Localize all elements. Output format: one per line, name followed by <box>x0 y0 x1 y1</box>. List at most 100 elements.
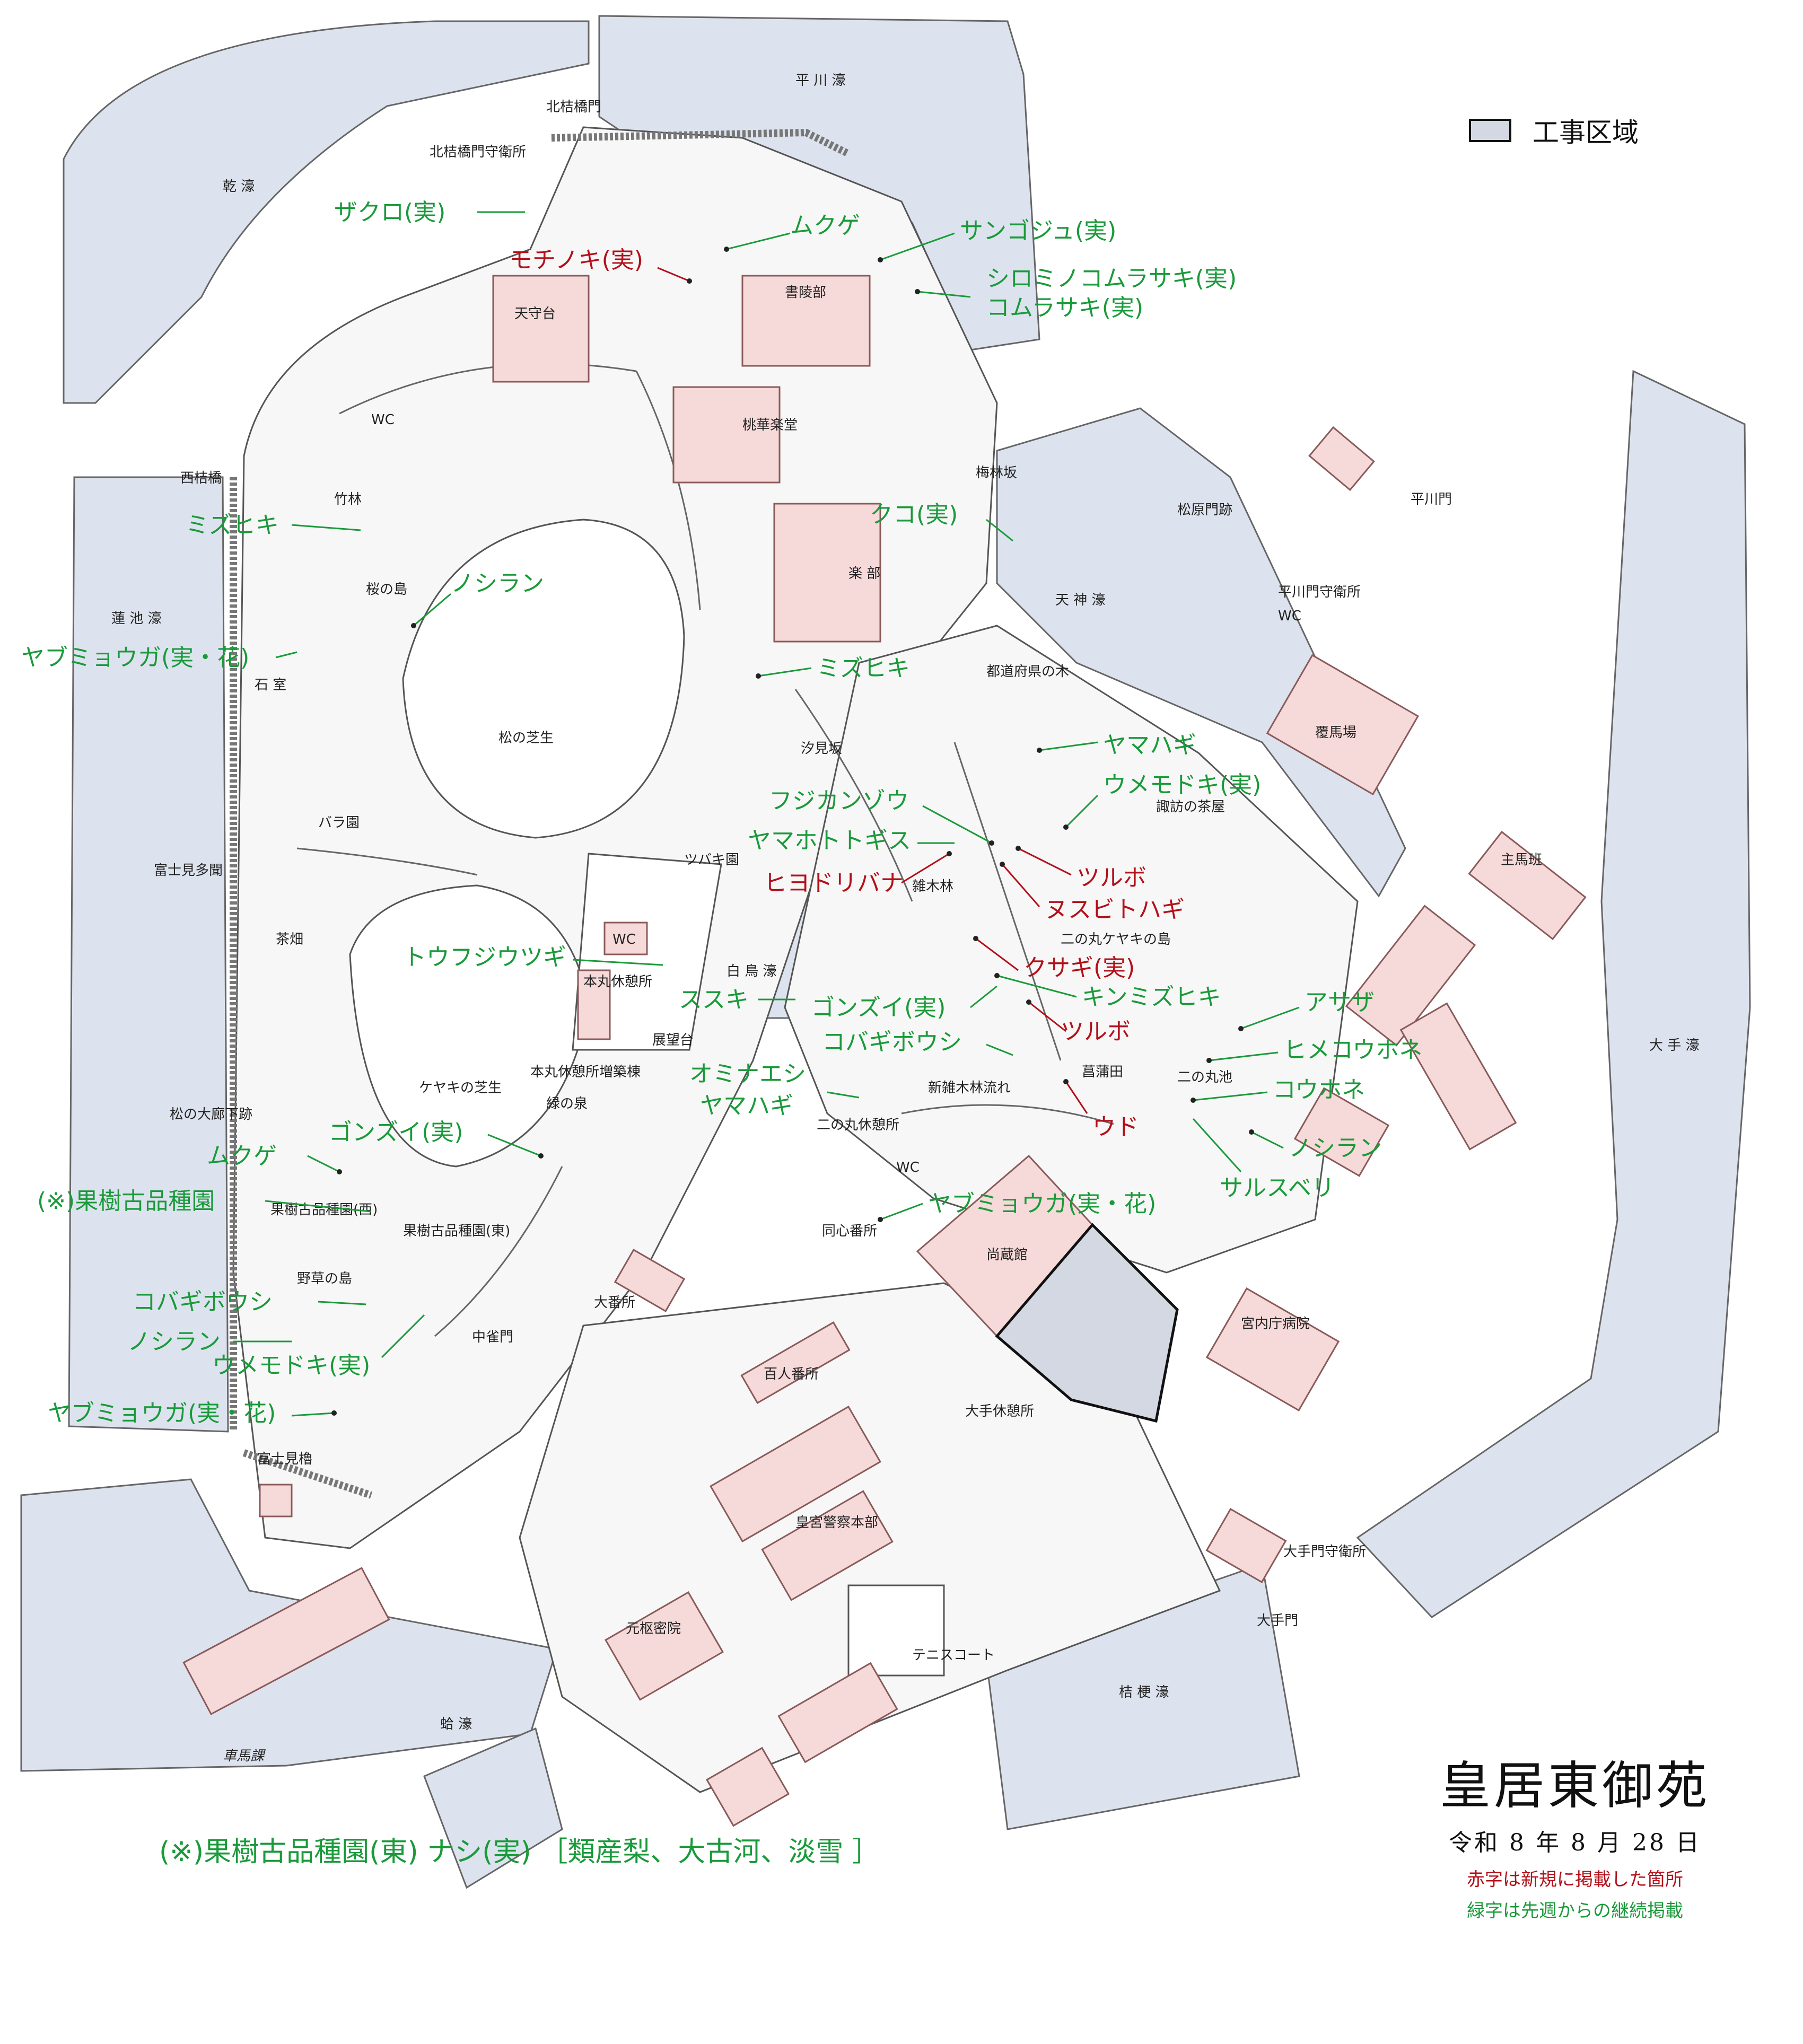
plant-hiyodoribana: ヒヨドリバナ <box>764 870 904 897</box>
plant-labels: ザクロ(実) モチノキ(実) ムクゲ サンゴジュ(実) シロミノコムラサキ(実)… <box>21 199 1422 1427</box>
ninomaru-building <box>1293 1087 1390 1177</box>
label-takebayashi: 竹林 <box>334 492 362 507</box>
shabaka-building <box>182 1567 390 1715</box>
plant-sangoju: サンゴジュ(実) <box>960 217 1116 244</box>
plant-umemodoki-2: ウメモドキ(実) <box>212 1352 370 1379</box>
label-wc2: WC <box>1278 608 1301 624</box>
otebori-moat <box>1356 370 1751 1618</box>
label-sakuranoshima: 桜の島 <box>366 582 407 598</box>
label-hirakawabori: 平 川 濠 <box>795 73 846 89</box>
stone-walls <box>230 128 851 1499</box>
label-keyaki-shibafu: ケヤキの芝生 <box>419 1080 502 1096</box>
plant-tsurubo-2: ツルボ <box>1061 1018 1131 1045</box>
plant-tofujiutsugi: トウフジウツギ <box>403 944 566 971</box>
plant-udo: ウド <box>1092 1113 1139 1141</box>
label-yasonoshima: 野草の島 <box>297 1271 352 1287</box>
label-ayamada: 菖蒲田 <box>1082 1064 1123 1080</box>
plant-yabumyoga-2: ヤブミョウガ(実・花) <box>928 1190 1156 1217</box>
kajuen-footnote: (※)果樹古品種園(東) ナシ(実) ［類産梨、大古河、淡雪 ］ <box>159 1836 880 1868</box>
label-kunaicho-byoin: 宮内庁病院 <box>1241 1316 1310 1332</box>
label-shozokan: 尚蔵館 <box>986 1247 1028 1263</box>
label-hirakawamon-guard: 平川門守衛所 <box>1278 584 1361 600</box>
construction-area <box>995 1223 1179 1423</box>
label-shumahan: 主馬班 <box>1501 852 1542 868</box>
plant-susuki: ススキ <box>679 986 749 1013</box>
otemon-building <box>1205 1507 1287 1584</box>
fukubajo-building <box>1266 654 1419 795</box>
label-bairinzaka: 梅林坂 <box>976 465 1017 481</box>
inuibori-moat <box>63 20 590 404</box>
label-matsunoshibafu: 松の芝生 <box>498 730 554 746</box>
plant-mizuhiki-2: ミズヒキ <box>817 655 910 682</box>
label-shiomizaka: 汐見坂 <box>801 741 842 757</box>
plant-noshiran-3: ノシラン <box>127 1328 221 1355</box>
plant-komurasaki: コムラサキ(実) <box>986 294 1143 321</box>
plant-kajuen-note: (※)果樹古品種園 <box>37 1188 215 1215</box>
north-wall <box>551 128 851 157</box>
label-shoryobu: 書陵部 <box>785 285 826 301</box>
label-otebori: 大 手 濠 <box>1649 1038 1700 1054</box>
keisatsu-building <box>710 1405 881 1543</box>
label-midori-izumi: 緑の泉 <box>546 1096 588 1112</box>
label-hakuchobori: 白 鳥 濠 <box>727 963 777 979</box>
south-wall <box>242 1449 373 1499</box>
label-wc3: WC <box>612 932 636 948</box>
plant-kobagiboshi-2: コバギボウシ <box>133 1288 273 1315</box>
label-nishihanebashi: 西桔橋 <box>180 470 222 486</box>
plant-asaza: アサザ <box>1305 989 1375 1016</box>
plant-gonzui-1: ゴンズイ(実) <box>811 994 946 1021</box>
tenjinbori-moat <box>996 407 1406 898</box>
plant-shiromi-komurasaki: シロミノコムラサキ(実) <box>986 265 1237 292</box>
grounds <box>232 126 1359 1793</box>
plant-fujikanzo: フジカンゾウ <box>769 787 909 814</box>
label-chabatake: 茶畑 <box>276 932 303 948</box>
label-ishimuro: 石 室 <box>255 677 286 693</box>
buildings <box>182 275 1587 1827</box>
label-otemon: 大手門 <box>1257 1613 1298 1629</box>
label-fujimitamon: 富士見多聞 <box>154 863 223 879</box>
tokagakudo-building <box>672 386 781 484</box>
plant-yabumyoga-3: ヤブミョウガ(実・花) <box>48 1400 276 1427</box>
plant-mukuge-2: ムクゲ <box>207 1143 277 1170</box>
plant-kouhone: コウホネ <box>1273 1076 1365 1103</box>
label-suwanochaya: 諏訪の茶屋 <box>1156 799 1225 815</box>
label-wc4: WC <box>896 1160 920 1175</box>
label-shinzokibayashi: 新雑木林流れ <box>928 1080 1011 1096</box>
label-hyakuninbansho: 百人番所 <box>764 1366 819 1382</box>
label-wc1: WC <box>371 412 395 428</box>
label-kokyo-keisatsu: 皇宮警察本部 <box>795 1515 878 1531</box>
label-zokibayashi: 雑木林 <box>912 879 953 894</box>
label-inuibori: 乾 濠 <box>223 179 255 195</box>
plant-yamahototogisu: ヤマホトトギス <box>748 827 911 854</box>
plant-kusagi: クサギ(実) <box>1023 954 1135 981</box>
hamaguribori-lower <box>423 1727 563 1889</box>
kokyo-keisatsu-building <box>761 1490 894 1601</box>
plant-yamahagi-1: ヤマハギ <box>1103 732 1196 759</box>
label-honmaru-zochiku: 本丸休憩所増築棟 <box>530 1064 641 1080</box>
label-gakubu: 楽 部 <box>848 566 880 582</box>
construction-area-swatch <box>1469 119 1511 142</box>
gakubu-building <box>773 503 881 643</box>
label-otemon-guard: 大手門守衛所 <box>1283 1544 1366 1560</box>
east-building-2 <box>1399 1002 1517 1151</box>
label-hamaguribori: 蛤 濠 <box>440 1716 472 1732</box>
label-shabaka: 車馬課 <box>223 1748 266 1764</box>
fujimiyagura-building <box>259 1484 293 1517</box>
ninomaru-ground <box>784 625 1359 1274</box>
matsu-lawn <box>402 519 685 839</box>
label-tokagakudo: 桃華楽堂 <box>742 417 798 433</box>
plant-mochinoki: モチノキ(実) <box>509 247 643 274</box>
label-ninomaru-keyaki: 二の丸ケヤキの島 <box>1061 932 1171 948</box>
place-labels: 平 川 濠 北桔橋門 北桔橋門守衛所 乾 濠 天守台 書陵部 桃華楽堂 楽 部 … <box>111 73 1700 1764</box>
tenshudai-block <box>492 275 590 383</box>
obansho-building <box>614 1249 686 1312</box>
legend: 工事区域 <box>1469 111 1639 150</box>
label-hasuikebori: 蓮 池 濠 <box>111 611 162 627</box>
plant-noshiran-1: ノシラン <box>451 570 544 597</box>
label-ninomaru-kyukeisho: 二の丸休憩所 <box>817 1117 899 1133</box>
honmaru-ground <box>232 126 998 1549</box>
wc-honmaru <box>603 922 648 955</box>
plant-kobagiboshi-1: コバギボウシ <box>822 1029 962 1056</box>
plant-noshiran-2: ノシラン <box>1289 1135 1382 1162</box>
